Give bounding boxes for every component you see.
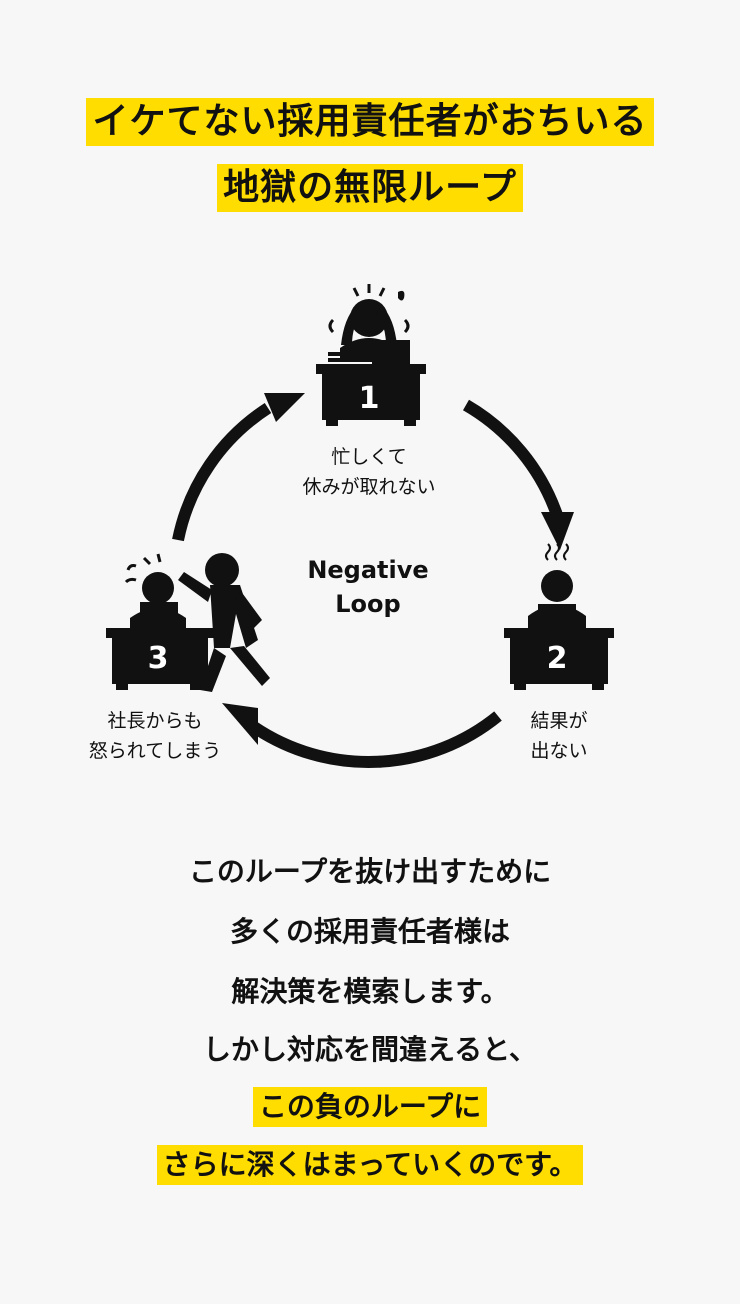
step-2-caption-line-2: 出ない [530, 740, 588, 762]
loop-arrow-3-to-1 [172, 402, 272, 542]
worker-stressed-icon [316, 284, 426, 426]
loop-arrow-1-to-2 [462, 399, 563, 517]
step-2-number: 2 [547, 641, 568, 676]
body-line-4-text: しかし対応を間違えると、 [202, 1033, 538, 1066]
step-2-caption-line-1: 結果が [530, 710, 588, 732]
body-line-5-text: この負のループに [252, 1087, 488, 1127]
arrowhead-to-3 [222, 703, 258, 745]
negative-loop-diagram: 1 2 3 Negative Loop [106, 284, 614, 768]
body-line-6-highlight: さらに深くはまっていくのです。 [0, 1145, 740, 1185]
step-3-caption: 社長からも 怒られてしまう [60, 706, 250, 766]
step-1-number: 1 [359, 381, 380, 416]
title-line-2-text: 地獄の無限ループ [217, 164, 523, 212]
body-line-6-text: さらに深くはまっていくのです。 [156, 1145, 584, 1185]
step-1-caption: 忙しくて 休みが取れない [269, 442, 469, 502]
body-line-1-text: このループを抜け出すために [188, 855, 552, 888]
step-3-caption-line-1: 社長からも [107, 710, 203, 732]
center-label-negative: Negative [307, 556, 428, 584]
step-1-caption-line-2: 休みが取れない [302, 476, 436, 498]
title-line-2: 地獄の無限ループ [0, 164, 740, 212]
arrowhead-to-2 [541, 512, 574, 550]
body-line-4: しかし対応を間違えると、 [0, 1030, 740, 1070]
body-line-3: 解決策を模索します。 [0, 972, 740, 1012]
center-label-loop: Loop [335, 590, 400, 618]
body-line-5-highlight: この負のループに [0, 1087, 740, 1127]
step-3-caption-line-2: 怒られてしまう [88, 740, 222, 762]
body-line-3-text: 解決策を模索します。 [231, 975, 509, 1008]
step-3-number: 3 [148, 641, 169, 676]
step-1-caption-line-1: 忙しくて [331, 446, 407, 468]
body-line-2: 多くの採用責任者様は [0, 912, 740, 952]
worker-exhausted-icon [504, 543, 614, 690]
title-line-1: イケてない採用責任者がおちいる [0, 98, 740, 146]
arrowhead-to-1 [264, 393, 305, 422]
body-line-2-text: 多くの採用責任者様は [229, 915, 510, 948]
body-line-1: このループを抜け出すために [0, 852, 740, 892]
step-2-caption: 結果が 出ない [509, 706, 609, 766]
loop-arrow-2-to-3 [250, 711, 502, 768]
title-line-1-text: イケてない採用責任者がおちいる [86, 98, 654, 146]
boss-scolding-worker-icon [106, 553, 270, 692]
